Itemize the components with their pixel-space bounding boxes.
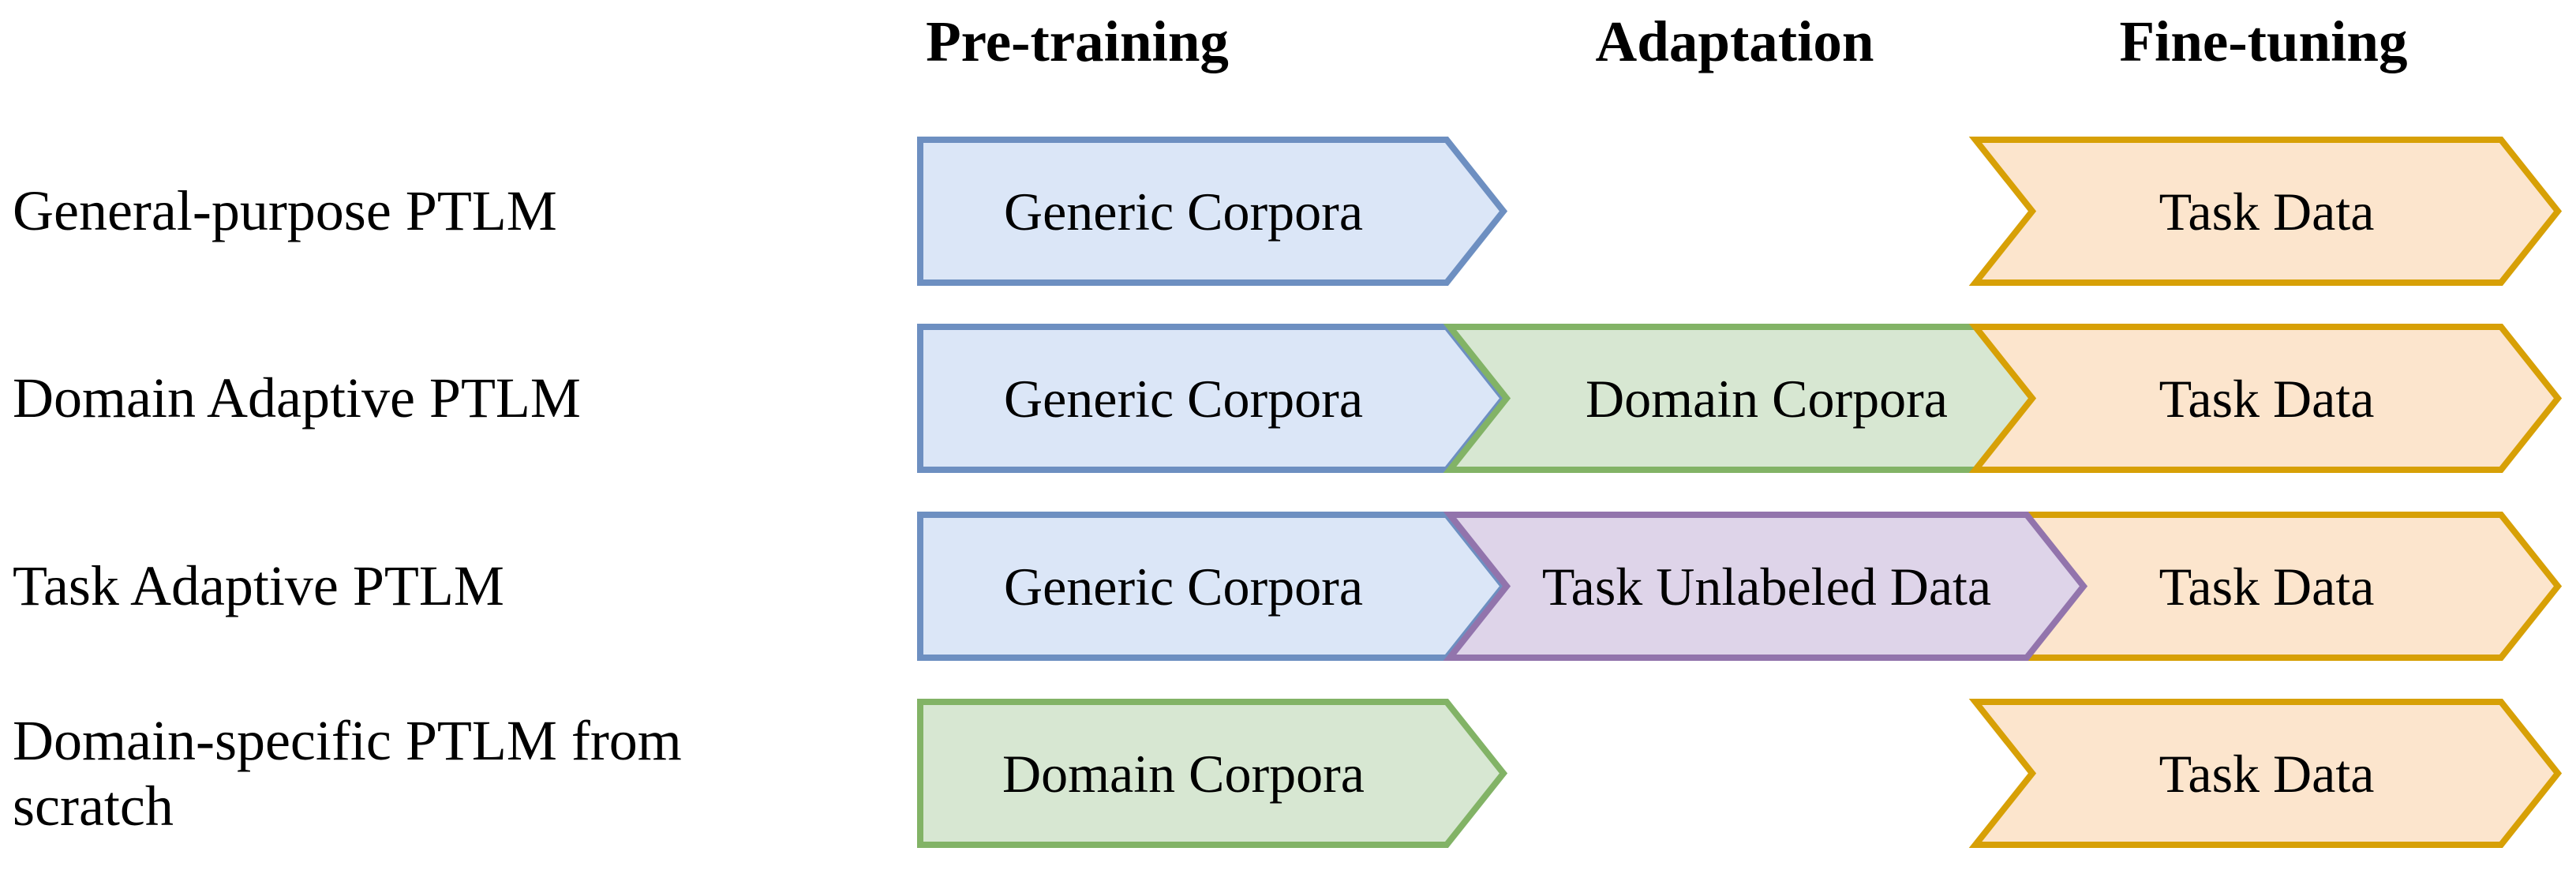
stage-text: Generic Corpora: [1003, 556, 1363, 617]
row1-arrow-task-data: Task Data: [1968, 137, 2563, 286]
arrow-shape: [1968, 137, 2563, 286]
row3-arrow-task-unlabeled-data: Task Unlabeled Data: [1443, 512, 2088, 661]
arrow-shape: [917, 137, 1508, 286]
stage-text: Task Data: [2159, 556, 2375, 617]
row1-arrow-generic-corpora: Generic Corpora: [917, 137, 1508, 286]
row2-arrow-generic-corpora: Generic Corpora: [917, 324, 1508, 473]
stage-text: Generic Corpora: [1003, 368, 1363, 429]
row3-arrow-generic-corpora: Generic Corpora: [917, 512, 1508, 661]
row-label-domain-specific-ptlm-from-scratch: Domain-specific PTLM from scratch: [13, 709, 682, 838]
arrow-shape: [1968, 324, 2563, 473]
stage-text: Domain Corpora: [1002, 743, 1365, 804]
row-label-general-purpose-ptlm: General-purpose PTLM: [13, 179, 557, 243]
stage-text: Domain Corpora: [1586, 368, 1948, 429]
stage-text: Generic Corpora: [1003, 181, 1363, 242]
column-header-adaptation: Adaptation: [1595, 9, 1874, 73]
row4-arrow-domain-corpora: Domain Corpora: [917, 699, 1508, 848]
stage-text: Task Data: [2159, 368, 2375, 429]
row4-arrow-task-data: Task Data: [1968, 699, 2563, 848]
stage-text: Task Data: [2159, 181, 2375, 242]
row-label-task-adaptive-ptlm: Task Adaptive PTLM: [13, 554, 504, 618]
column-header-pre-training: Pre-training: [926, 9, 1229, 73]
stage-text: Task Data: [2159, 743, 2375, 804]
column-header-fine-tuning: Fine-tuning: [2119, 9, 2408, 73]
arrow-shape: [1968, 699, 2563, 848]
arrow-shape: [917, 699, 1508, 848]
arrow-shape: [1443, 512, 2088, 661]
stage-text: Task Unlabeled Data: [1541, 556, 1992, 617]
row2-arrow-task-data: Task Data: [1968, 324, 2563, 473]
row-label-domain-adaptive-ptlm: Domain Adaptive PTLM: [13, 366, 581, 430]
